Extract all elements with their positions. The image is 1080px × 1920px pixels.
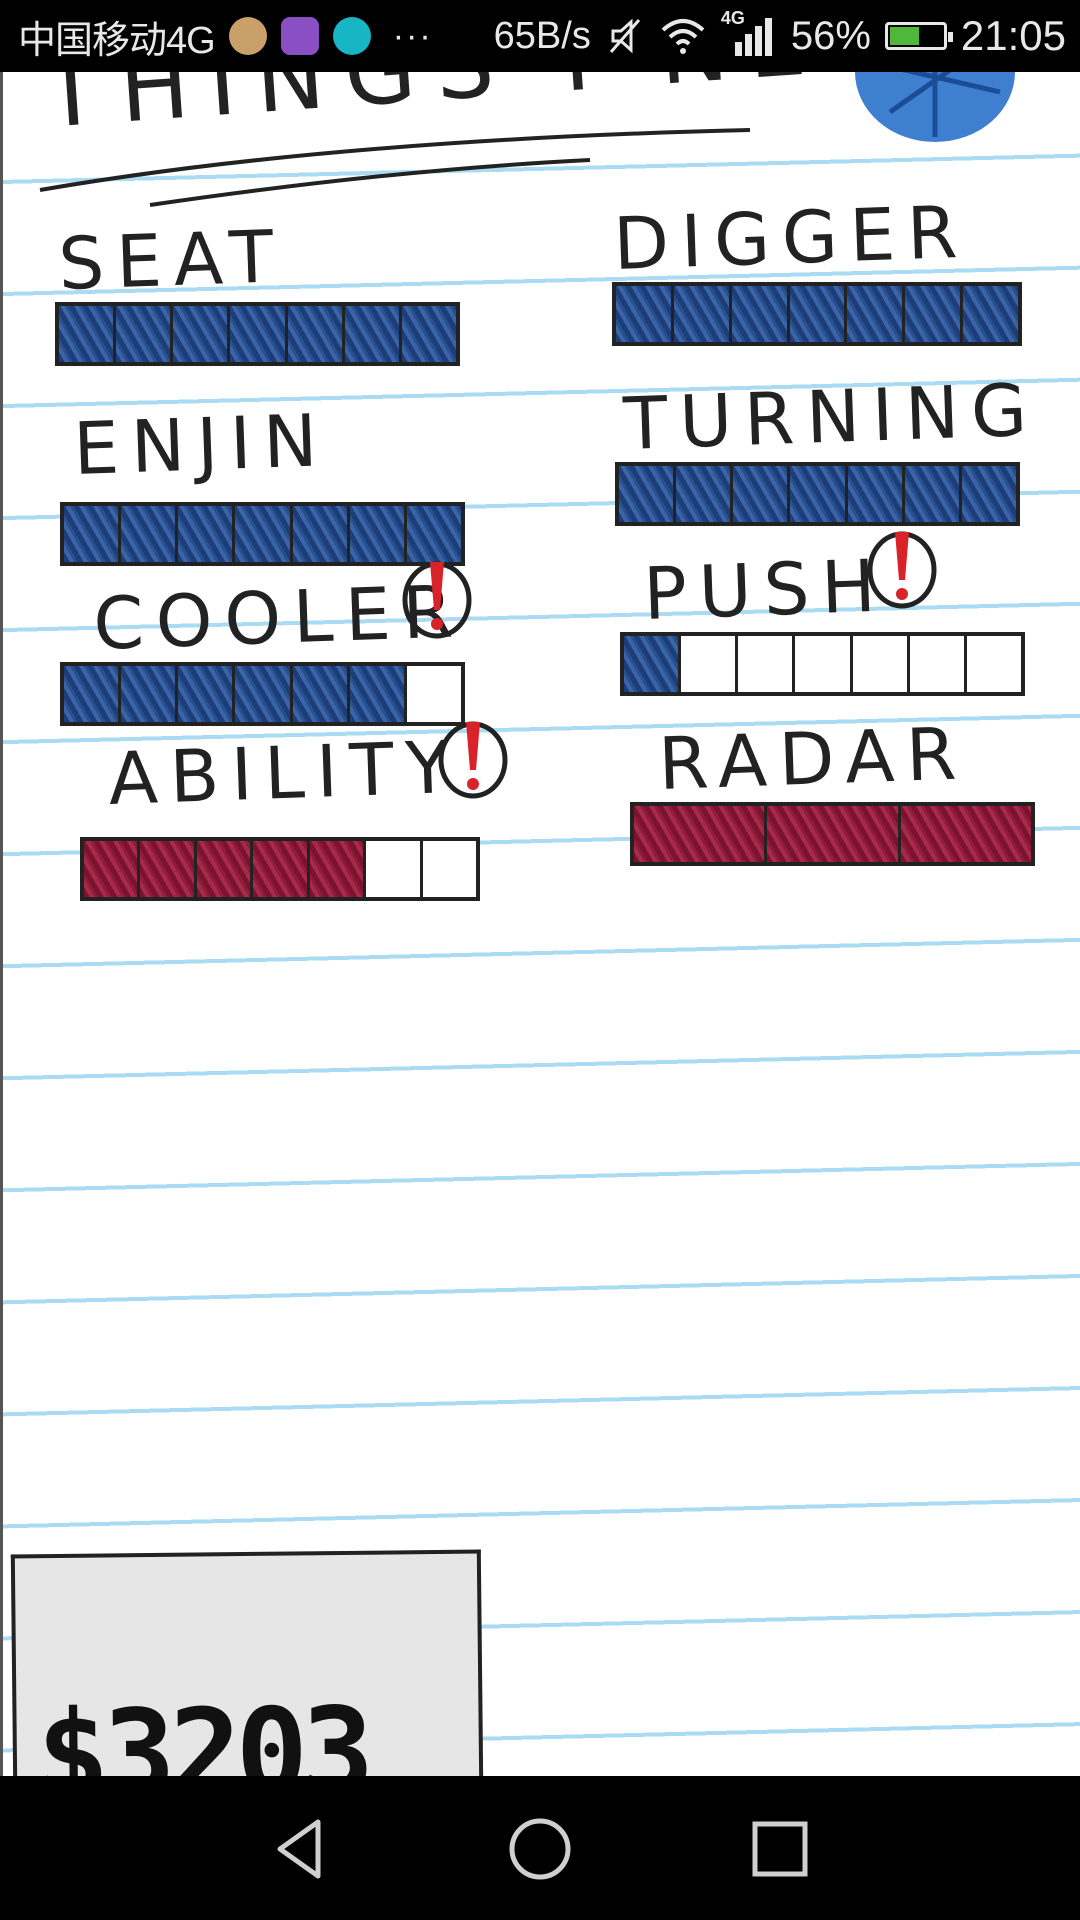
stat-bar-seat[interactable] xyxy=(55,302,460,366)
stat-bar-segment xyxy=(121,666,179,722)
stat-bar-segment xyxy=(904,466,962,522)
more-notifications-icon: ··· xyxy=(392,16,433,55)
battery-percent: 56% xyxy=(790,13,871,58)
stat-bar-segment xyxy=(616,286,674,342)
stat-bar-segment xyxy=(121,506,179,562)
stat-bar-segment xyxy=(366,841,423,897)
stat-bar-segment xyxy=(64,506,122,562)
stat-bar-segment xyxy=(767,806,901,862)
stat-label-push: PUSH xyxy=(642,543,889,636)
stat-bar-segment xyxy=(116,306,174,362)
doge-app-icon xyxy=(228,17,267,55)
stat-bar-segment xyxy=(676,466,734,522)
stat-bar-segment xyxy=(309,841,367,897)
stat-bar-segment xyxy=(619,466,677,522)
stat-bar-segment xyxy=(349,666,407,722)
stat-bar-segment xyxy=(905,286,964,342)
stat-label-digger: DIGGER xyxy=(612,189,971,286)
stat-bar-segment xyxy=(59,306,117,362)
stat-bar-radar[interactable] xyxy=(630,802,1035,866)
stat-bar-turning[interactable] xyxy=(615,462,1020,526)
stat-bar-segment xyxy=(422,841,476,897)
stat-label-radar: RADAR xyxy=(657,711,970,806)
stat-bar-segment xyxy=(731,286,790,342)
stat-bar-segment xyxy=(401,306,456,362)
wifi-icon xyxy=(661,19,705,54)
stat-bar-ability[interactable] xyxy=(80,837,480,901)
stat-label-ability: ABILITY xyxy=(107,724,463,821)
stat-bar-segment xyxy=(847,286,906,342)
stat-bar-segment xyxy=(178,506,236,562)
stat-bar-segment xyxy=(795,636,853,692)
stat-bar-segment xyxy=(733,466,791,522)
stat-bar-segment xyxy=(230,306,288,362)
stat-bar-segment xyxy=(344,306,402,362)
stat-label-seat: SEAT xyxy=(57,214,287,306)
mute-icon xyxy=(609,18,640,54)
stat-label-turning: TURNING xyxy=(622,367,1041,466)
stat-bar-segment xyxy=(287,306,345,362)
navigation-bar xyxy=(0,1776,1080,1920)
stat-bar-segment xyxy=(349,506,407,562)
stat-bar-segment xyxy=(406,666,461,722)
stat-bar-segment xyxy=(738,636,796,692)
stat-bar-digger[interactable] xyxy=(612,282,1022,346)
network-type-label: 4G xyxy=(720,8,745,28)
stat-bar-segment xyxy=(624,636,682,692)
stat-bar-segment xyxy=(196,841,254,897)
stat-bar-segment xyxy=(790,466,848,522)
battery-icon xyxy=(884,22,953,50)
stat-bar-segment xyxy=(673,286,732,342)
stat-bar-segment xyxy=(292,666,350,722)
stat-bar-segment xyxy=(140,841,197,897)
stat-bar-segment xyxy=(847,466,905,522)
home-icon[interactable] xyxy=(505,1814,575,1884)
alert-icon[interactable] xyxy=(865,522,939,614)
stat-bar-cooler[interactable] xyxy=(60,662,465,726)
title-underline xyxy=(39,128,751,207)
stat-label-enjin: ENJIN xyxy=(72,398,331,491)
stat-bar-segment xyxy=(235,506,293,562)
stat-bar-segment xyxy=(963,286,1019,342)
stat-bar-segment xyxy=(64,666,122,722)
alert-icon[interactable] xyxy=(436,712,510,804)
taptap-app-icon xyxy=(332,17,371,55)
stat-bar-segment xyxy=(173,306,231,362)
status-bar: 中国移动4G ··· 65B/s 4G 56% 21:05 xyxy=(0,0,1080,72)
stat-bar-segment xyxy=(900,806,1031,862)
recents-icon[interactable] xyxy=(745,1814,815,1884)
stat-bar-segment xyxy=(406,506,461,562)
stat-bar-segment xyxy=(681,636,739,692)
stat-bar-segment xyxy=(84,841,141,897)
signal-icon: 4G xyxy=(721,8,777,58)
net-speed: 65B/s xyxy=(493,14,591,57)
money-panel: $3203 xyxy=(10,1549,484,1776)
carrier-label: 中国移动4G xyxy=(18,19,216,62)
stat-bar-segment xyxy=(292,506,350,562)
globe-icon[interactable] xyxy=(850,72,1020,152)
page-edge xyxy=(0,72,3,1776)
stat-bar-segment xyxy=(966,636,1021,692)
alert-icon[interactable] xyxy=(400,552,474,644)
stat-bar-enjin[interactable] xyxy=(60,502,465,566)
stat-bar-segment xyxy=(909,636,967,692)
stat-bar-segment xyxy=(852,636,910,692)
stat-bar-segment xyxy=(634,806,768,862)
stat-bar-segment xyxy=(789,286,848,342)
stat-bar-segment xyxy=(253,841,310,897)
clock: 21:05 xyxy=(960,12,1066,59)
stat-bar-segment xyxy=(178,666,236,722)
stat-bar-segment xyxy=(961,466,1016,522)
notebook-page: THINGS I NEED SEATDIGGERENJINTURNINGCOOL… xyxy=(0,72,1080,1776)
stat-bar-push[interactable] xyxy=(620,632,1025,696)
back-icon[interactable] xyxy=(266,1814,336,1884)
gallery-app-icon xyxy=(280,17,319,55)
stat-bar-segment xyxy=(235,666,293,722)
money-counter: $3203 xyxy=(36,1682,369,1776)
